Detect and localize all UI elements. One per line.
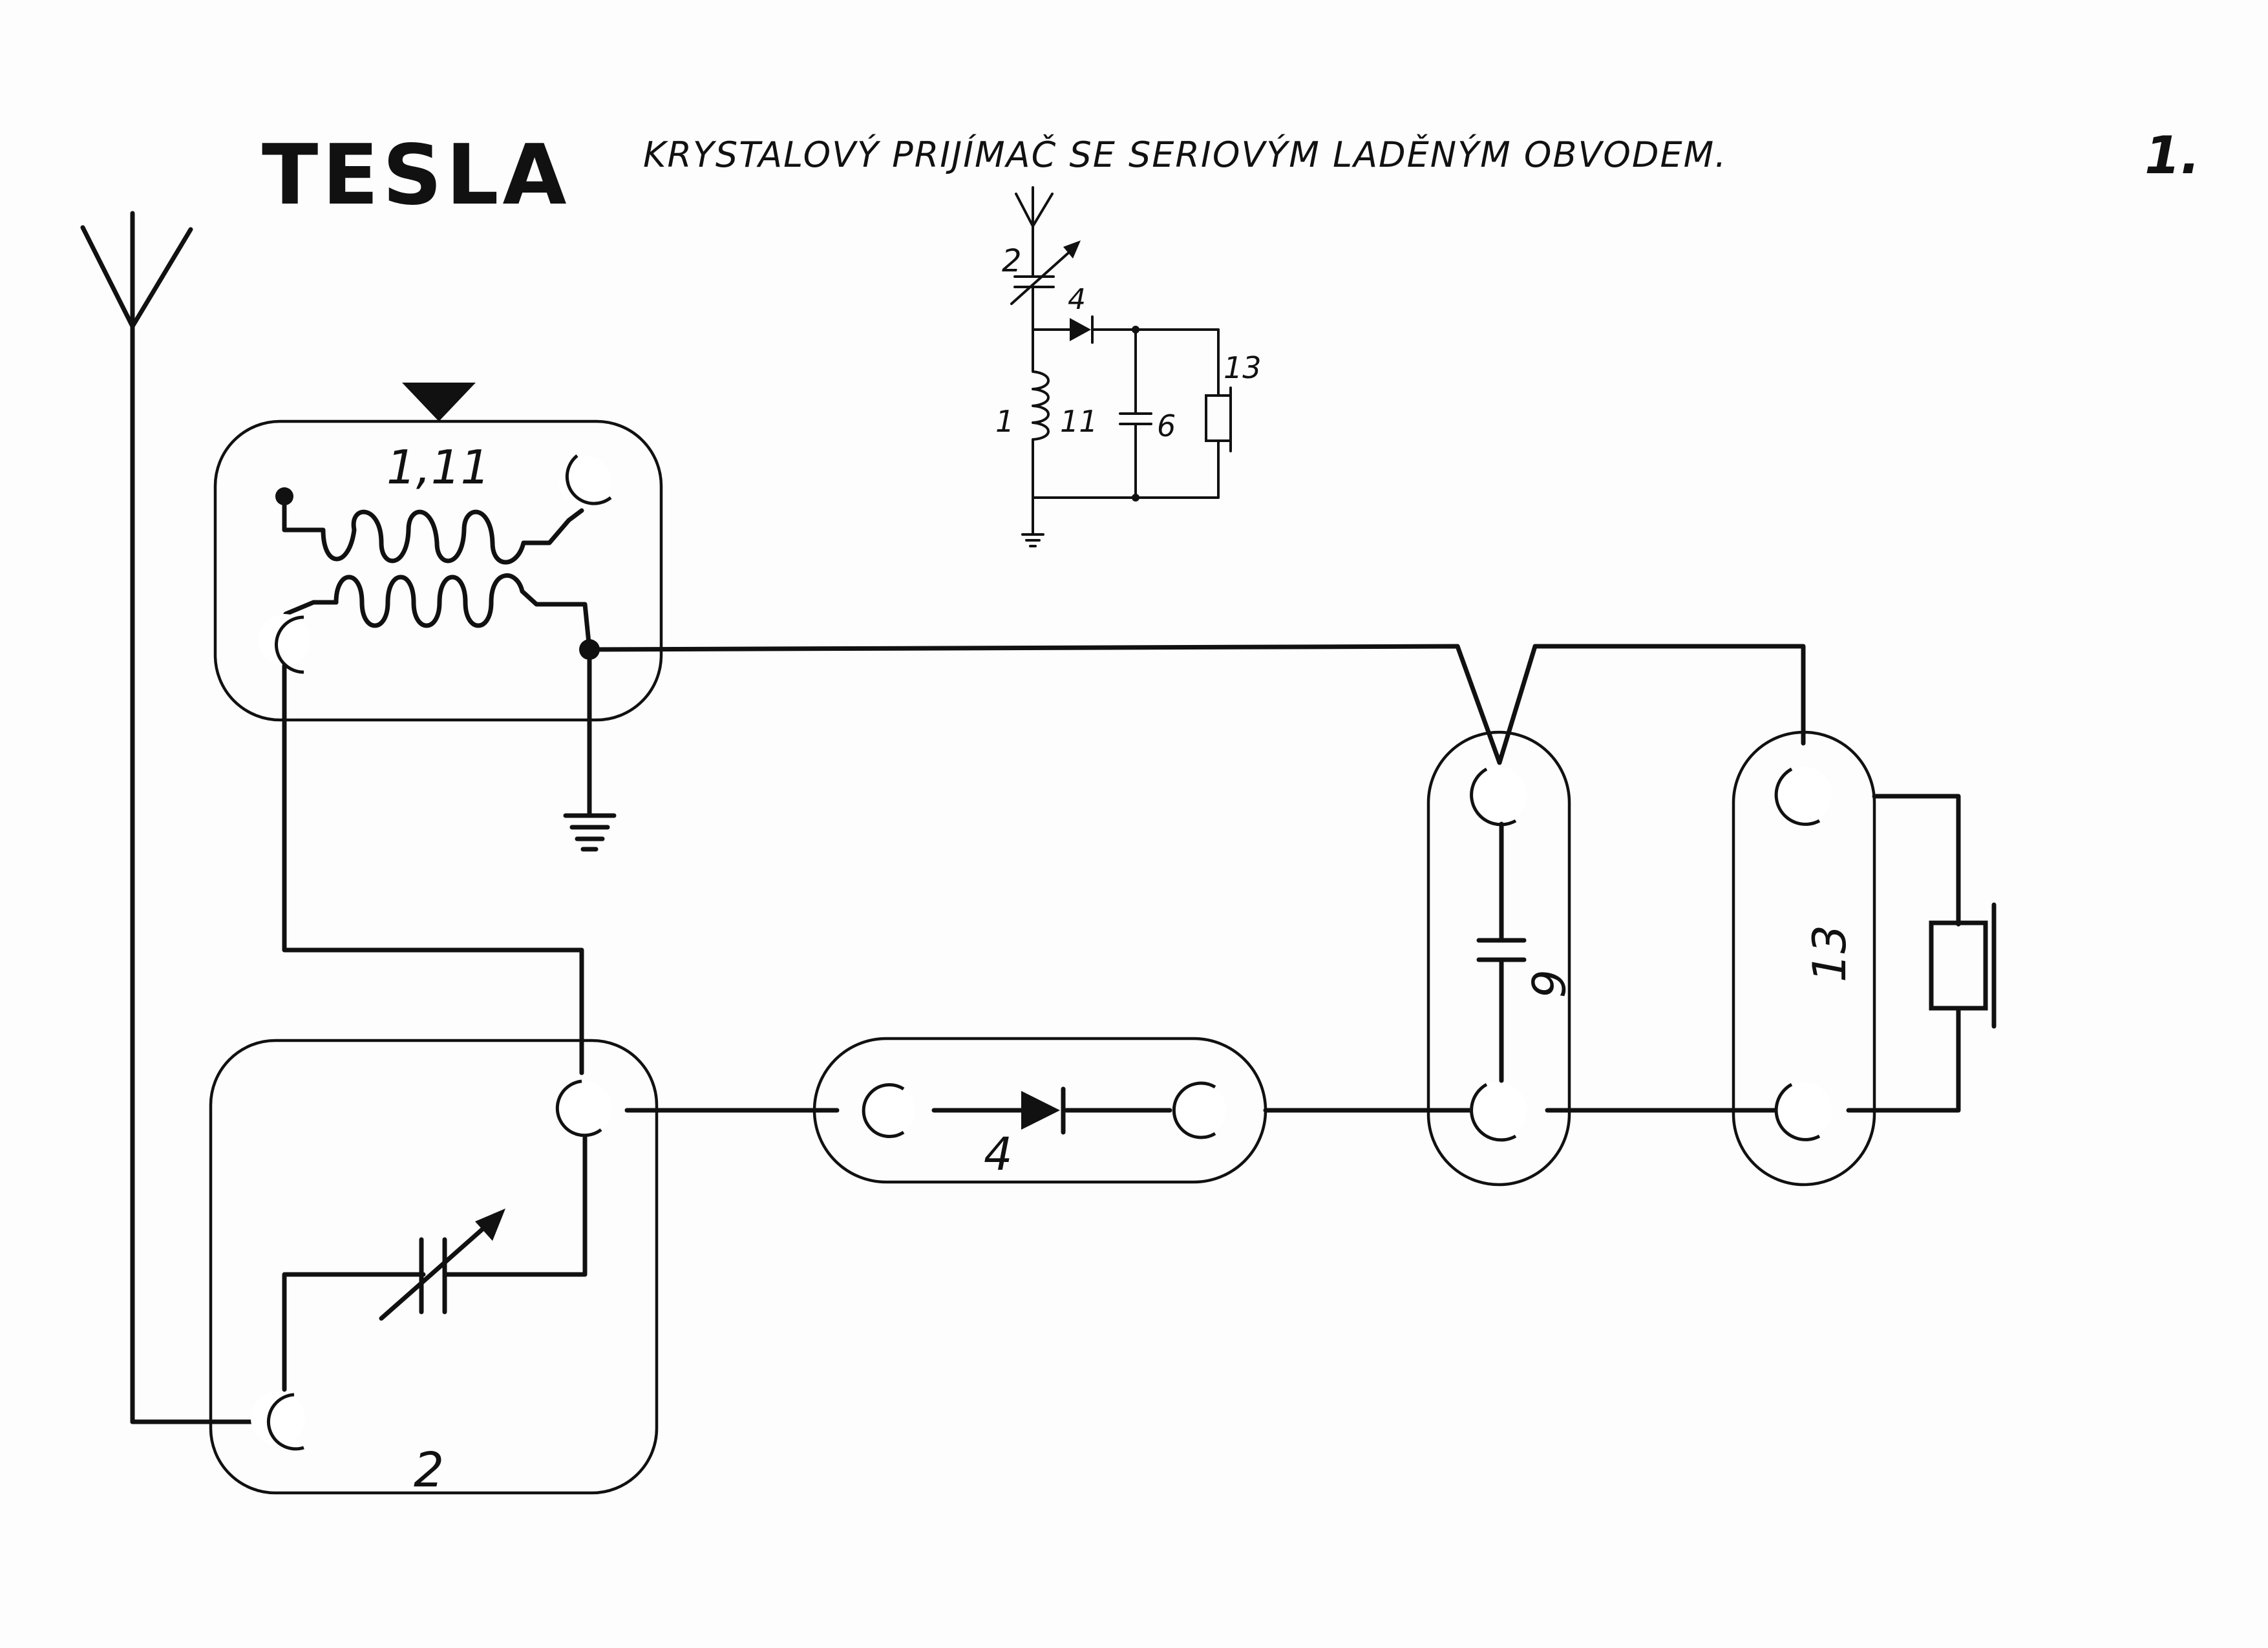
capacitor-jack-bottom-left[interactable] [251,1391,305,1451]
earphone-icon [1929,902,1997,1029]
schematic-earphone-label: 13 [1224,350,1262,385]
capacitor-module-label: 2 [414,1442,444,1498]
module-marker-triangle [402,383,476,421]
schematic-diode-icon [1070,318,1091,341]
earphone-module-label: 13 [1803,925,1856,982]
capacitor-6-jack-top[interactable] [1470,766,1527,827]
schematic-arrowhead-icon [1063,240,1081,259]
diode-jack-left[interactable] [862,1083,915,1138]
schematic-coil-label-a: 1 [995,404,1014,439]
coil-module: 1,11 [213,383,663,722]
earphone-module: 13 [1732,730,1876,1187]
wire-earphone-bottom [1846,1006,1961,1113]
brand-logo: TESLA [262,127,571,224]
schematic-capacitor-label: 6 [1157,408,1176,443]
capacitor-6-board [1426,730,1571,1187]
schematic-earphone-icon [1205,394,1232,442]
capacitor-module-board [209,1039,659,1495]
lower-winding [334,573,592,652]
earphone-jack-bottom[interactable] [1774,1082,1832,1141]
schematic-diode-label: 4 [1068,283,1086,316]
coil-jack-top-right[interactable] [559,454,612,507]
coil-module-label: 1,11 [387,440,490,494]
schematic-antenna-icon [1015,186,1054,271]
tuning-capacitor-module: 2 [209,1039,659,1498]
sheet-number: 1. [2145,125,2200,185]
upper-winding [282,494,584,565]
diode-icon [1021,1091,1060,1130]
schematic-ground-icon [1021,533,1044,547]
diode-module-label: 4 [984,1128,1013,1181]
arrowhead-icon [475,1209,505,1241]
earphone-board [1732,730,1876,1187]
variable-capacitor-arrow [379,1219,494,1321]
coil-module-board [213,419,663,722]
diode-module: 4 [812,1037,1267,1184]
wire-ground-bus [587,644,1502,765]
ground-icon [563,813,617,852]
wire-earphone-top [1872,794,1961,927]
fixed-capacitor-module: 6 [1426,730,1574,1187]
antenna-symbol [80,211,193,1424]
diode-jack-right[interactable] [1172,1081,1226,1139]
coil-jack-bottom-left[interactable] [259,614,310,674]
schematic-tuning-cap-label: 2 [1002,243,1022,279]
diagram-title: KRYSTALOVÝ PRIJÍMAČ SE SERIOVÝM LADĚNÝM … [643,134,1727,175]
schematic-coil-label-b: 11 [1060,404,1098,439]
capacitor-jack-top-right[interactable] [555,1079,612,1137]
schematic-coil-icon [1032,328,1050,499]
schematic-inset: 2 4 1 11 6 13 [995,186,1262,547]
capacitor-6-jack-bottom[interactable] [1470,1082,1527,1142]
earphone-jack-top[interactable] [1774,766,1832,826]
wire-bus-to-earphone [1497,644,1806,765]
wire-coil-to-capacitor [282,663,584,1075]
capacitor-6-label: 6 [1521,969,1574,998]
